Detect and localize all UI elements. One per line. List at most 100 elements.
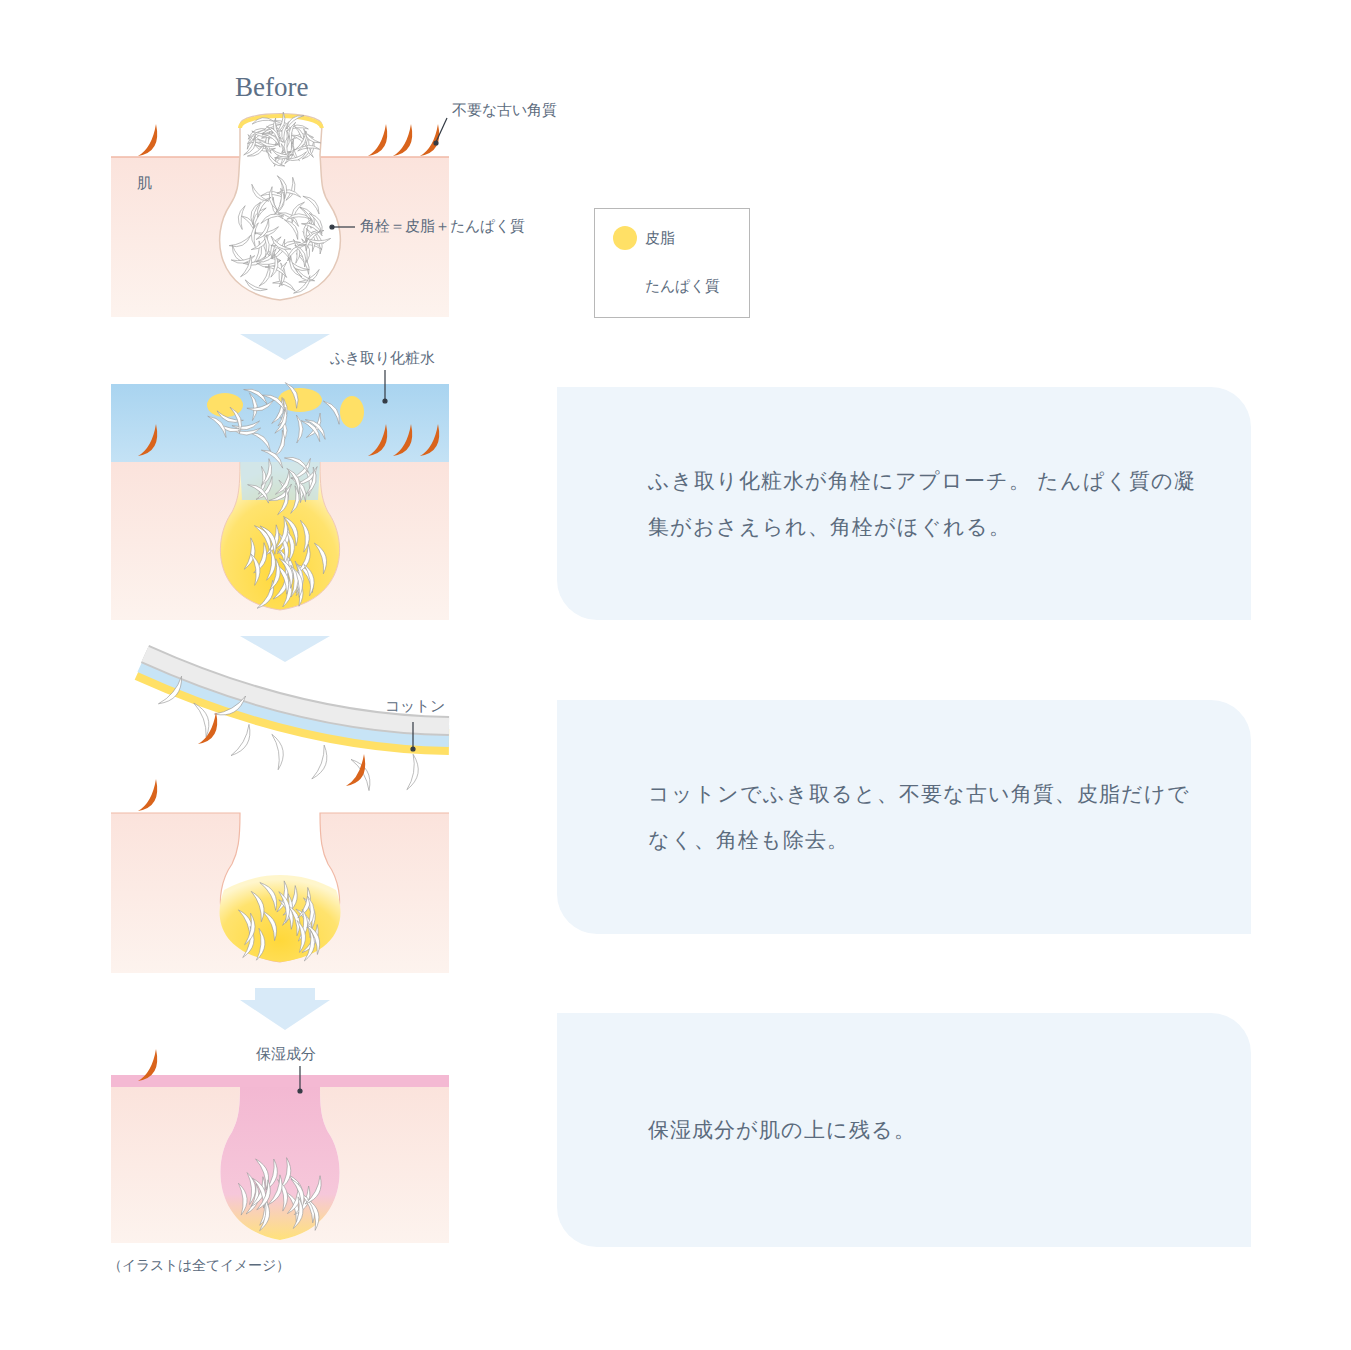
protein-flake (261, 459, 275, 488)
protein-flake (252, 116, 274, 124)
protein-flake (241, 255, 256, 279)
protein-flake (287, 214, 311, 220)
protein-flake (251, 889, 268, 922)
protein-flake (295, 131, 311, 152)
protein-flake (308, 1198, 322, 1231)
text-panel: 保湿成分が肌の上に残る。 (557, 1013, 1251, 1247)
protein-flake (304, 929, 317, 962)
protein-flake (248, 480, 273, 503)
old-keratin (368, 424, 387, 456)
panel-text: コットンでふき取ると、不要な古い角質、皮脂だけで なく、角栓も除去。 (648, 771, 1208, 863)
protein-flake (251, 553, 262, 586)
protein-flake (293, 1197, 305, 1230)
protein-flake (261, 445, 286, 468)
old-keratin (368, 124, 387, 156)
old-keratin (393, 424, 412, 456)
protein-flake (262, 390, 289, 411)
protein-flake (244, 136, 260, 157)
protein-flake (407, 754, 421, 791)
protein-flake (305, 1176, 326, 1208)
protein-flake (243, 280, 267, 294)
part-label: 角栓＝皮脂＋たんぱく質 (360, 217, 525, 236)
protein-flake (244, 384, 271, 404)
caption: （イラストは全てイメージ） (108, 1257, 290, 1275)
protein-flake (312, 745, 332, 782)
panel-text: 保湿成分が肌の上に残る。 (648, 1107, 1208, 1153)
protein-flake (245, 913, 258, 946)
protein-flake (231, 256, 256, 266)
protein-flake (301, 219, 324, 236)
old-keratin (138, 124, 157, 156)
protein-flake (267, 548, 278, 581)
protein-flake (287, 199, 304, 222)
old-keratin (138, 1049, 157, 1081)
protein-flake (303, 193, 323, 214)
protein-flake (238, 1183, 248, 1215)
protein-flake (285, 380, 302, 408)
protein-flake (306, 413, 325, 440)
protein-flake (279, 890, 293, 923)
protein-flake (256, 928, 266, 960)
old-keratin (198, 712, 217, 744)
protein-flake (287, 466, 304, 494)
part-label: 保湿成分 (256, 1045, 316, 1064)
protein-flake (283, 112, 303, 129)
protein-flake (263, 233, 271, 257)
part-label: 不要な古い角質 (452, 101, 557, 120)
protein-flake (271, 253, 280, 278)
part-label: ふき取り化粧水 (330, 349, 435, 368)
protein-flake (268, 1175, 286, 1207)
protein-flake (231, 724, 256, 759)
protein-flake (295, 243, 310, 267)
protein-flake (301, 417, 324, 442)
legend-swatch (613, 226, 637, 250)
old-keratin (138, 779, 157, 811)
part-label: コットン (385, 697, 445, 716)
protein-flake (314, 541, 330, 574)
protein-flake (297, 920, 307, 952)
protein-flake (257, 580, 279, 611)
panel-text: ふき取り化粧水が角栓にアプローチ。 たんぱく質の凝集がおさえられ、角栓がほぐれる… (648, 458, 1208, 550)
protein-flake (307, 238, 331, 244)
protein-flake (283, 514, 302, 546)
protein-flake (262, 908, 281, 940)
protein-flake (267, 124, 284, 145)
protein-flake (248, 184, 269, 205)
protein-flake (256, 219, 273, 242)
protein-flake (291, 565, 306, 598)
protein-flake (307, 896, 315, 928)
protein-flake (268, 236, 291, 254)
legend-text: たんぱく質 (645, 277, 720, 296)
protein-flake (306, 922, 324, 955)
text-panel: コットンでふき取ると、不要な古い角質、皮脂だけで なく、角栓も除去。 (557, 700, 1251, 934)
protein-flake (304, 563, 317, 596)
protein-flake (279, 556, 297, 589)
protein-flake (232, 421, 261, 432)
protein-flake (277, 174, 290, 198)
protein-flake (230, 405, 245, 433)
protein-flake (214, 696, 249, 721)
protein-flake (275, 407, 291, 435)
protein-flake (323, 398, 344, 425)
protein-flake (271, 241, 293, 260)
protein-flake (208, 412, 231, 437)
legend-box: 皮脂たんぱく質 (594, 208, 750, 318)
old-keratin (393, 124, 412, 156)
protein-flake (296, 415, 303, 443)
protein-flake (243, 926, 257, 959)
text-panel: ふき取り化粧水が角栓にアプローチ。 たんぱく質の凝集がおさえられ、角栓がほぐれる… (557, 387, 1251, 620)
protein-flake (260, 879, 282, 910)
protein-flake (286, 256, 302, 280)
protein-flake (237, 205, 245, 229)
part-label: Before (235, 72, 308, 103)
protein-flake (284, 217, 302, 240)
protein-flake (294, 276, 314, 297)
old-keratin (138, 424, 157, 456)
part-label: 肌 (137, 174, 152, 193)
protein-flake (300, 520, 310, 553)
legend-text: 皮脂 (645, 229, 675, 248)
protein-flake (249, 392, 258, 421)
protein-flake (257, 1180, 275, 1213)
protein-flake (272, 733, 286, 770)
protein-flake (247, 400, 276, 414)
